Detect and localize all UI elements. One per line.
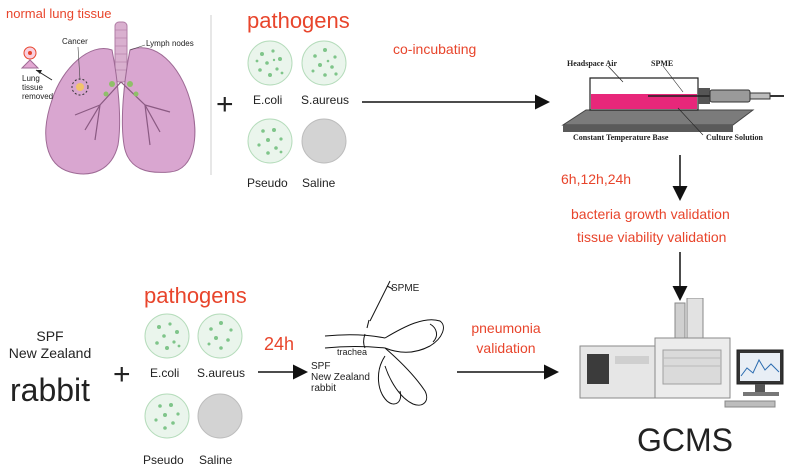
sketch-spme-label: SPME bbox=[391, 283, 420, 294]
bacteria-dish-icon bbox=[247, 118, 293, 164]
bottom-dish-saureus bbox=[197, 313, 243, 364]
bottom-label-pseudo: Pseudo bbox=[143, 453, 184, 467]
bacteria-dish-icon bbox=[144, 313, 190, 359]
lung-title: normal lung tissue bbox=[6, 6, 112, 21]
top-label-saline: Saline bbox=[302, 176, 336, 190]
top-dish-pseudo bbox=[247, 118, 293, 169]
pneumonia-validation-label: pneumonia validation bbox=[471, 320, 541, 356]
saline-dish-icon bbox=[301, 118, 347, 164]
bottom-time-label: 24h bbox=[264, 334, 295, 354]
rabbit-title: rabbit bbox=[10, 372, 91, 408]
top-label-saureus: S.aureus bbox=[301, 93, 350, 107]
rabbit-spec: SPF New Zealand bbox=[8, 328, 92, 361]
bottom-pathogens-title: pathogens bbox=[144, 283, 247, 308]
saline-dish-icon bbox=[197, 393, 243, 439]
top-label-ecoli: E.coli bbox=[253, 93, 283, 107]
bottom-label-saline: Saline bbox=[199, 453, 233, 467]
headspace-label: Headspace Air bbox=[567, 59, 617, 68]
top-plus-sign: + bbox=[216, 88, 234, 121]
top-dish-saline bbox=[301, 118, 347, 169]
spme-label: SPME bbox=[651, 59, 674, 68]
bacteria-dish-icon bbox=[301, 40, 347, 86]
top-pathogens-title: pathogens bbox=[247, 8, 350, 33]
sketch-rabbit-label: SPF New Zealand rabbit bbox=[311, 361, 370, 394]
top-label-pseudo: Pseudo bbox=[247, 176, 288, 190]
bacteria-dish-icon bbox=[197, 313, 243, 359]
validation-line-1: bacteria growth validation bbox=[571, 206, 730, 222]
gcms-instrument-illustration bbox=[579, 298, 784, 408]
removed-label: Lung tissue removed bbox=[22, 74, 54, 101]
cancer-label: Cancer bbox=[62, 37, 88, 46]
incubation-times: 6h,12h,24h bbox=[561, 171, 632, 187]
validation-line-2: tissue viability validation bbox=[577, 229, 727, 245]
bacteria-dish-icon bbox=[247, 40, 293, 86]
co-incubating-label: co-incubating bbox=[393, 41, 477, 57]
bottom-plus-sign: + bbox=[113, 358, 131, 391]
bottom-dish-pseudo bbox=[144, 393, 190, 444]
bottom-dish-ecoli bbox=[144, 313, 190, 364]
lymph-nodes-label: Lymph nodes bbox=[146, 39, 194, 48]
lung-illustration bbox=[20, 21, 196, 175]
sketch-trachea-label: trachea bbox=[337, 347, 368, 357]
bottom-label-saureus: S.aureus bbox=[197, 366, 246, 380]
gcms-label: GCMS bbox=[637, 422, 733, 458]
top-dish-ecoli bbox=[247, 40, 293, 91]
base-label: Constant Temperature Base bbox=[573, 133, 669, 142]
culture-label: Culture Solution bbox=[706, 133, 763, 142]
top-dish-saureus bbox=[301, 40, 347, 91]
bottom-label-ecoli: E.coli bbox=[150, 366, 180, 380]
bacteria-dish-icon bbox=[144, 393, 190, 439]
bottom-dish-saline bbox=[197, 393, 243, 444]
rabbit-lung-sketch bbox=[324, 280, 444, 406]
spme-apparatus-illustration bbox=[561, 65, 784, 136]
